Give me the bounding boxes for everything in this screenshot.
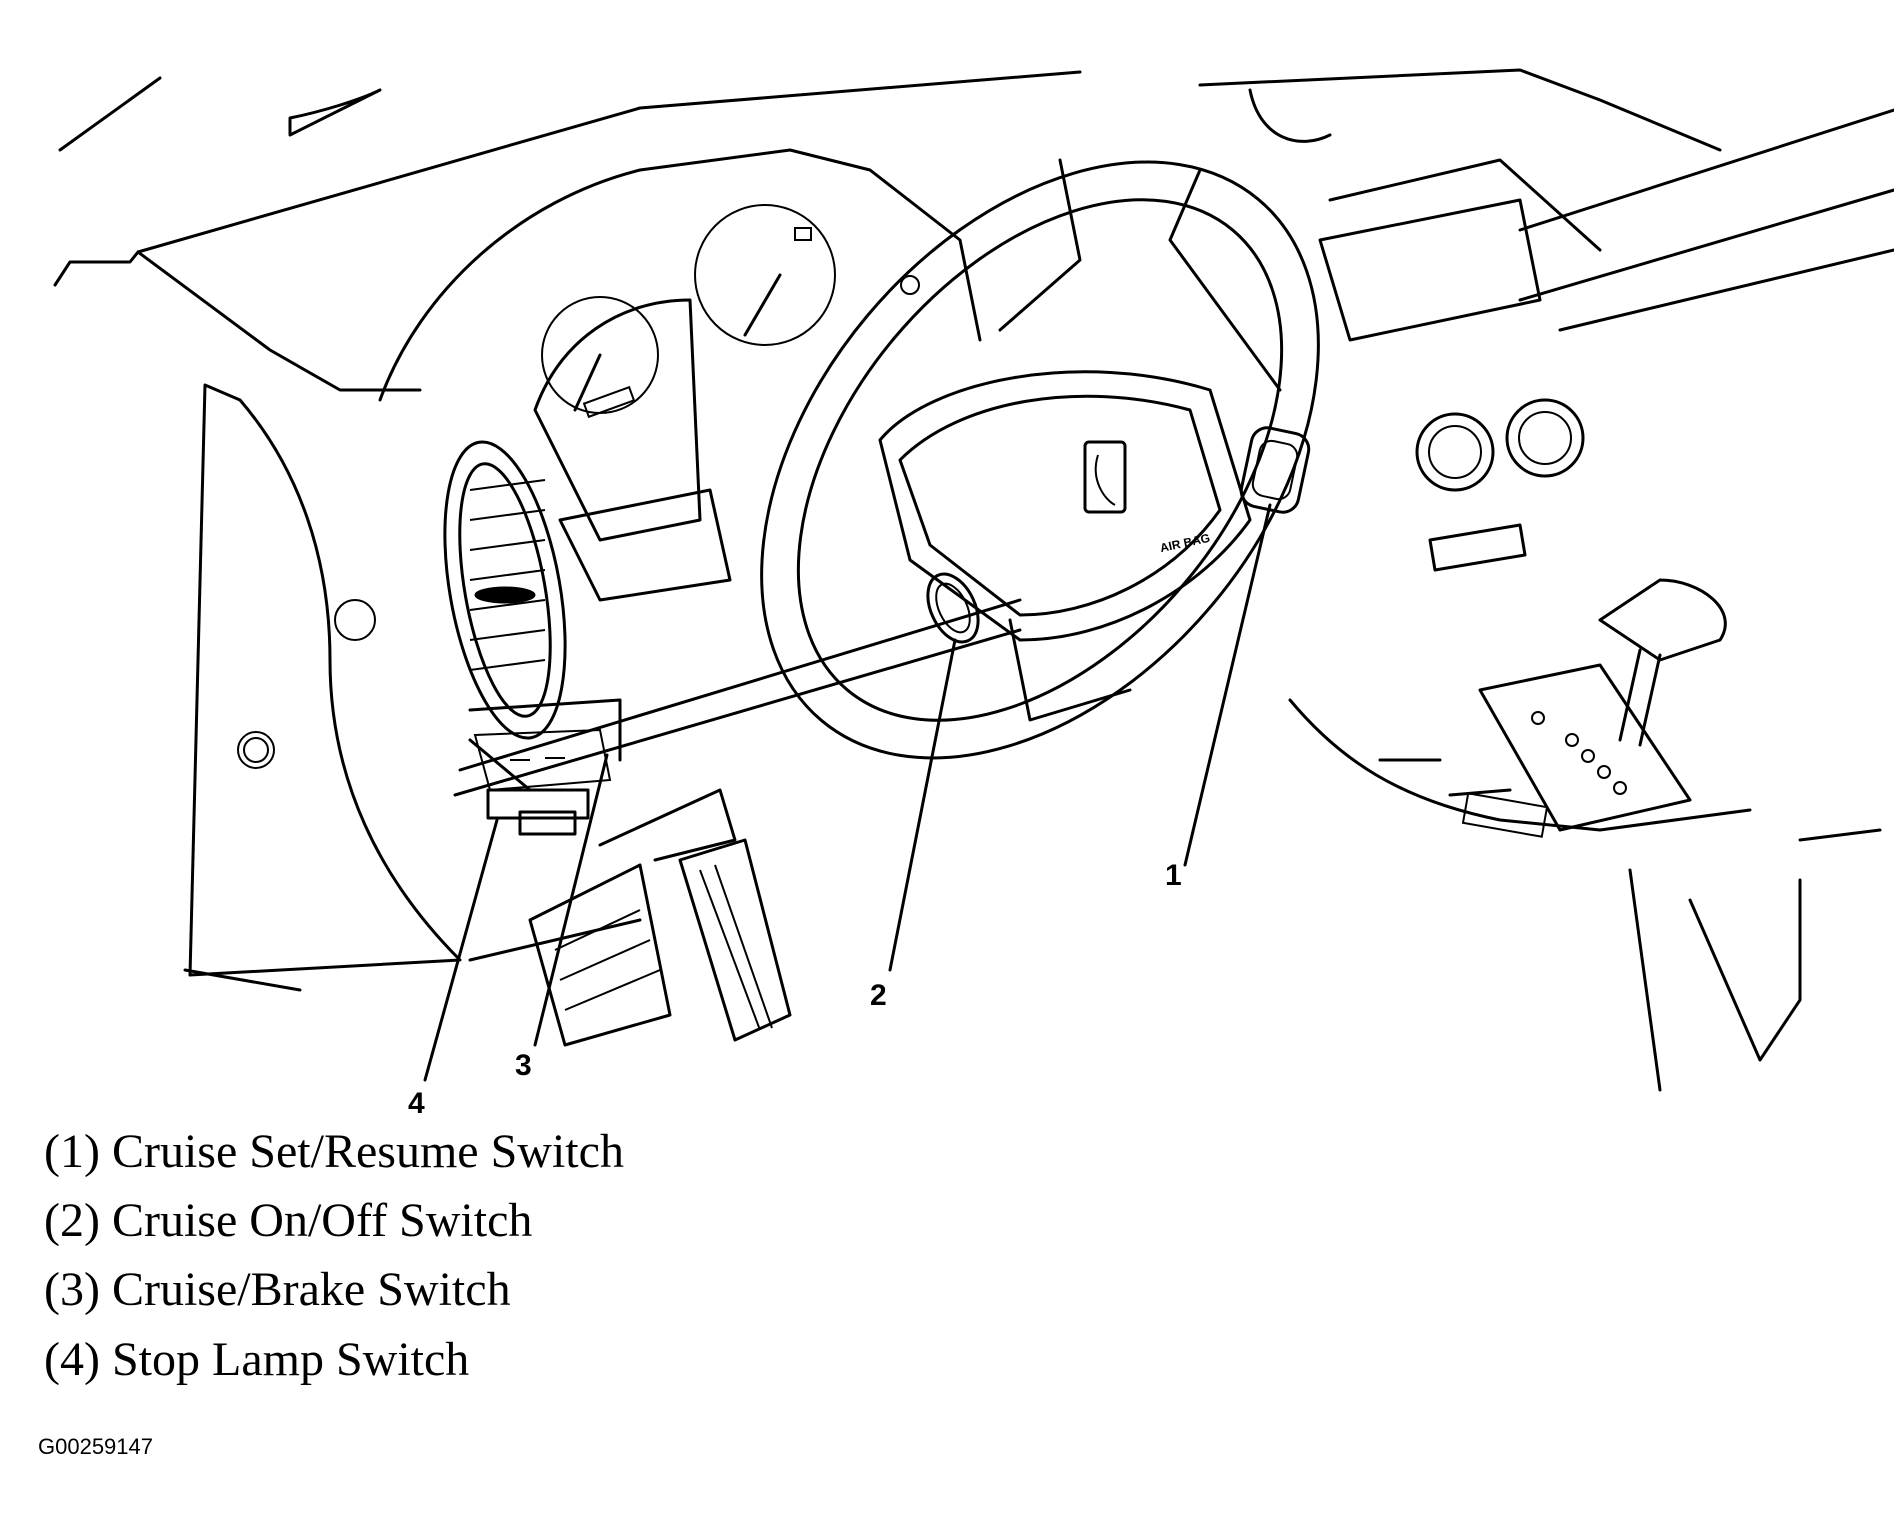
legend-item-stop-lamp-switch: (4) Stop Lamp Switch [44,1333,470,1386]
callout-3: 3 [515,1049,532,1082]
lower-dash [453,598,1022,962]
instrument-cluster [378,148,982,602]
callout-1: 1 [1165,859,1182,892]
legend-item-cruise-brake-switch: (3) Cruise/Brake Switch [44,1263,511,1316]
legend-item-cruise-on-off-switch: (2) Cruise On/Off Switch [44,1194,533,1247]
left-side-panel [183,383,462,992]
legend-item-cruise-set-resume-switch: (1) Cruise Set/Resume Switch [44,1125,624,1178]
callout-leaders [423,503,1272,1082]
steering-wheel [760,158,1320,760]
callout-2: 2 [870,979,887,1012]
dashboard-outline [53,68,1894,392]
gear-shifter [1478,578,1727,832]
airbag-logo [1083,440,1127,514]
cruise-on-off-switch [926,572,980,644]
dashboard-illustration: AIR BAG 1 2 3 4 [53,68,1894,1120]
center-console [1288,198,1882,1092]
figure-id: G00259147 [38,1434,153,1459]
callout-4: 4 [408,1087,425,1120]
stop-lamp-switch-assembly [473,728,612,836]
cruise-set-resume-switch [1239,426,1311,514]
pedals [528,788,792,1047]
air-vent [443,440,567,740]
